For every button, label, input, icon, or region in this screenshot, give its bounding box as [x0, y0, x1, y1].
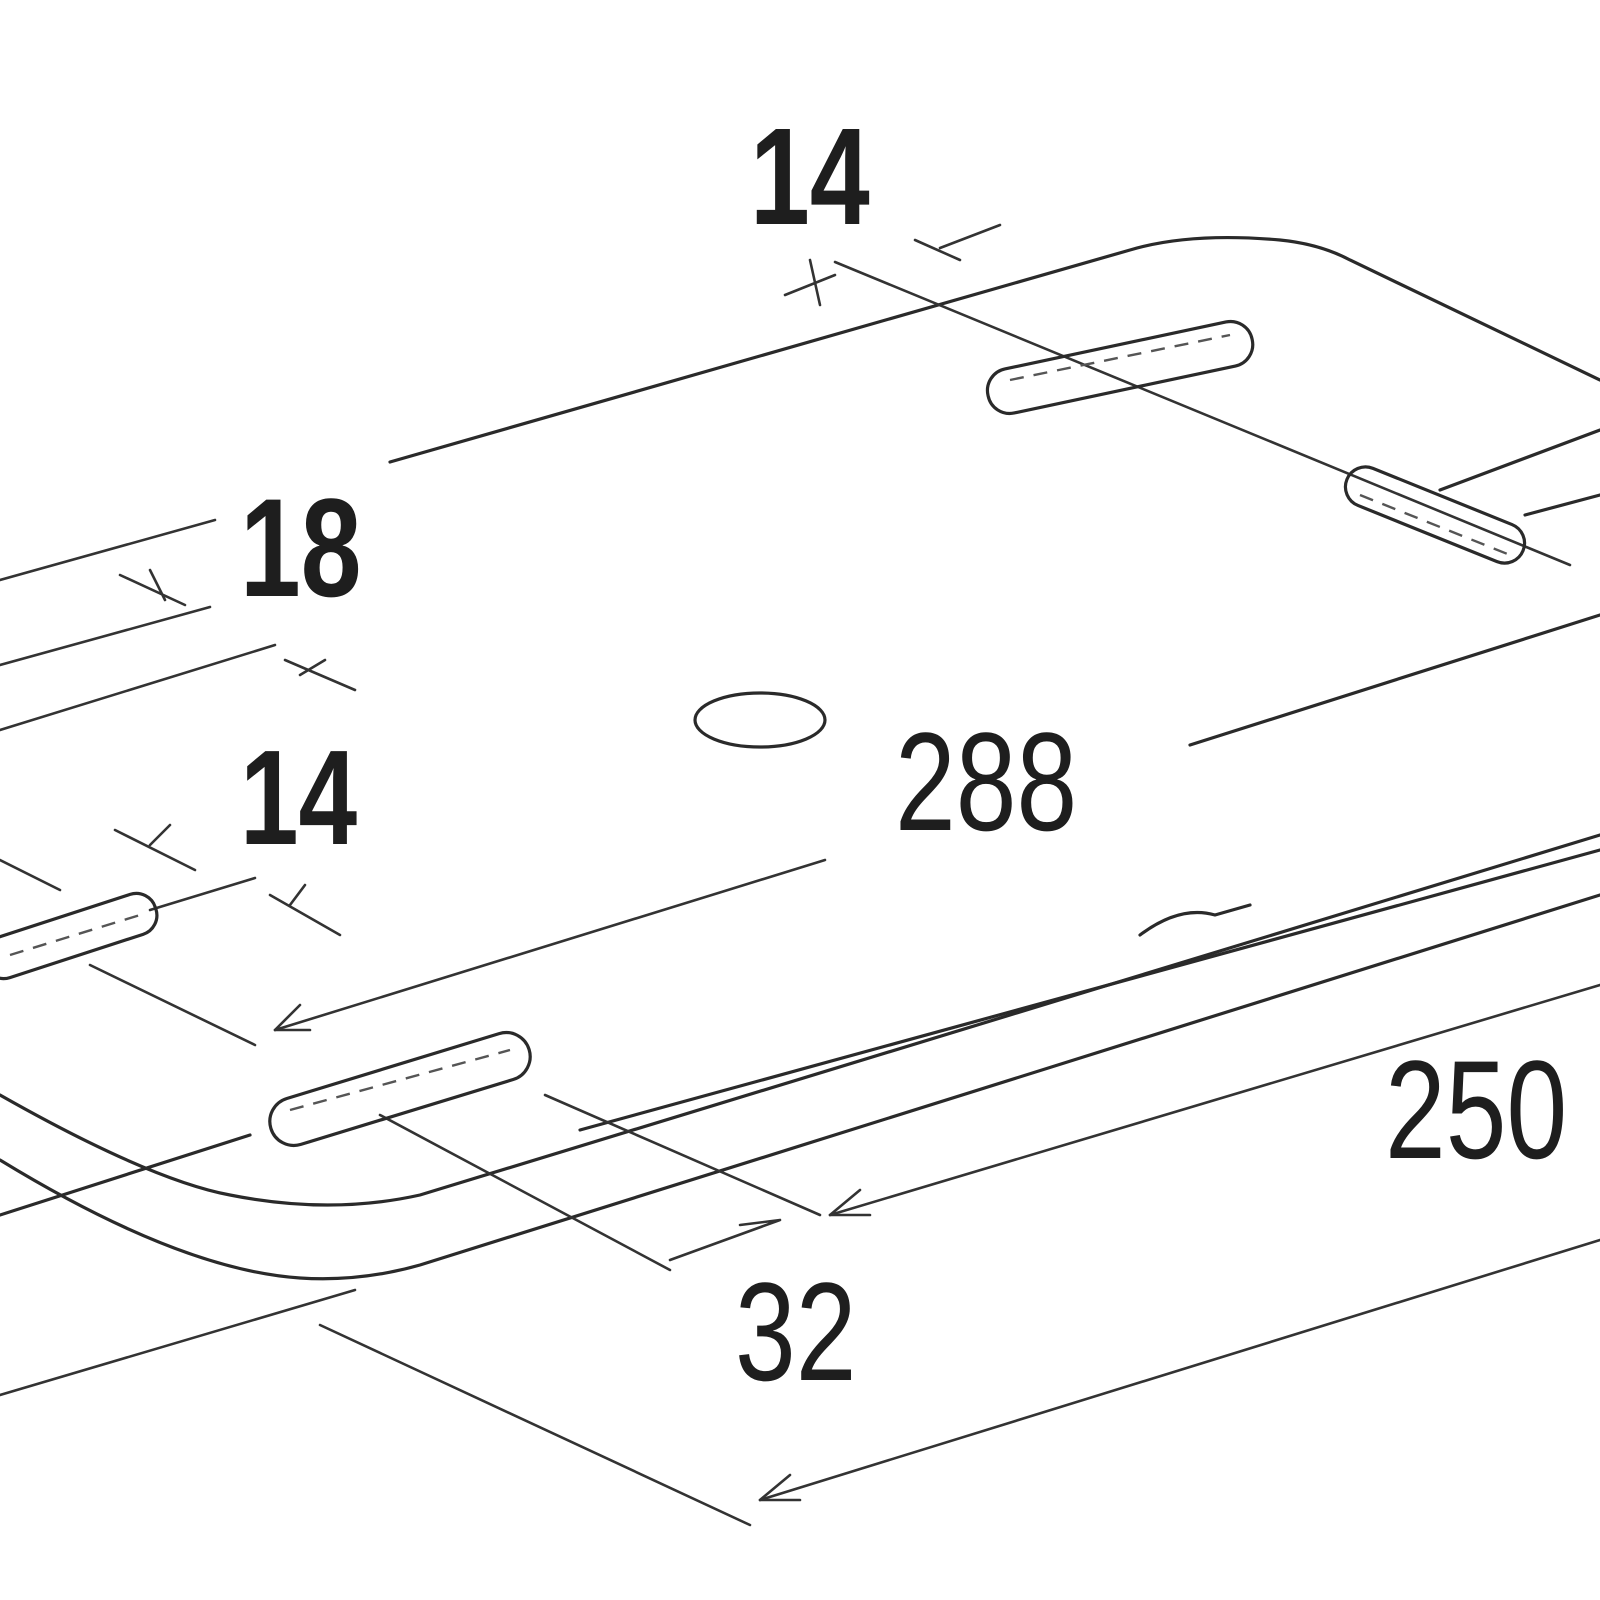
slot-left — [0, 891, 159, 981]
ext-line — [833, 260, 1572, 567]
slot-right — [1343, 465, 1527, 565]
center-hole — [693, 691, 827, 749]
plate-right-edge — [1438, 428, 1600, 492]
dim-line-288 — [273, 858, 827, 1032]
ext-line — [318, 1323, 752, 1527]
dim-label-top-slot: 14 — [750, 100, 870, 254]
arrow-icon — [273, 1003, 312, 1032]
arrow-icon — [913, 223, 1002, 262]
ext-line — [543, 1093, 822, 1217]
arrow-icon — [268, 883, 342, 937]
slot-top — [985, 319, 1255, 416]
arrow-icon — [828, 1188, 872, 1217]
plate-bottom-edge — [0, 893, 1600, 1281]
arrow-icon — [758, 1473, 802, 1502]
dim-label-bottom-offset: 32 — [735, 1253, 857, 1410]
plate-right-edge-2 — [1523, 493, 1600, 517]
arrow-icon — [668, 1218, 782, 1262]
plate-front-edge — [0, 833, 1600, 1207]
plate-top-edge — [388, 235, 1600, 464]
dim-line-250 — [828, 983, 1600, 1217]
ext-line — [148, 876, 257, 912]
dim-label-left-slot: 14 — [240, 722, 358, 873]
dim-line — [758, 1238, 1600, 1502]
arrow-icon — [783, 258, 837, 307]
small-notch — [1138, 903, 1252, 937]
dim-label-width: 250 — [1385, 1031, 1568, 1188]
ext-line — [88, 963, 257, 1047]
ext-line — [378, 1113, 672, 1272]
ext-line — [0, 605, 212, 667]
arrow-icon — [283, 658, 357, 692]
dim-label-left-offset: 18 — [240, 469, 362, 626]
slot-front — [268, 1030, 532, 1148]
arrow-icon — [113, 823, 197, 872]
dim-label-length: 288 — [895, 703, 1078, 860]
left-lower-edge — [0, 1133, 252, 1217]
ext-line — [0, 1288, 357, 1397]
plate-underside-edge — [578, 848, 1600, 1132]
plate-mid-edge — [1188, 613, 1600, 747]
ext-line — [0, 518, 217, 582]
arrow-icon — [118, 568, 187, 607]
ext-line — [0, 858, 62, 892]
ext-line — [0, 643, 277, 732]
